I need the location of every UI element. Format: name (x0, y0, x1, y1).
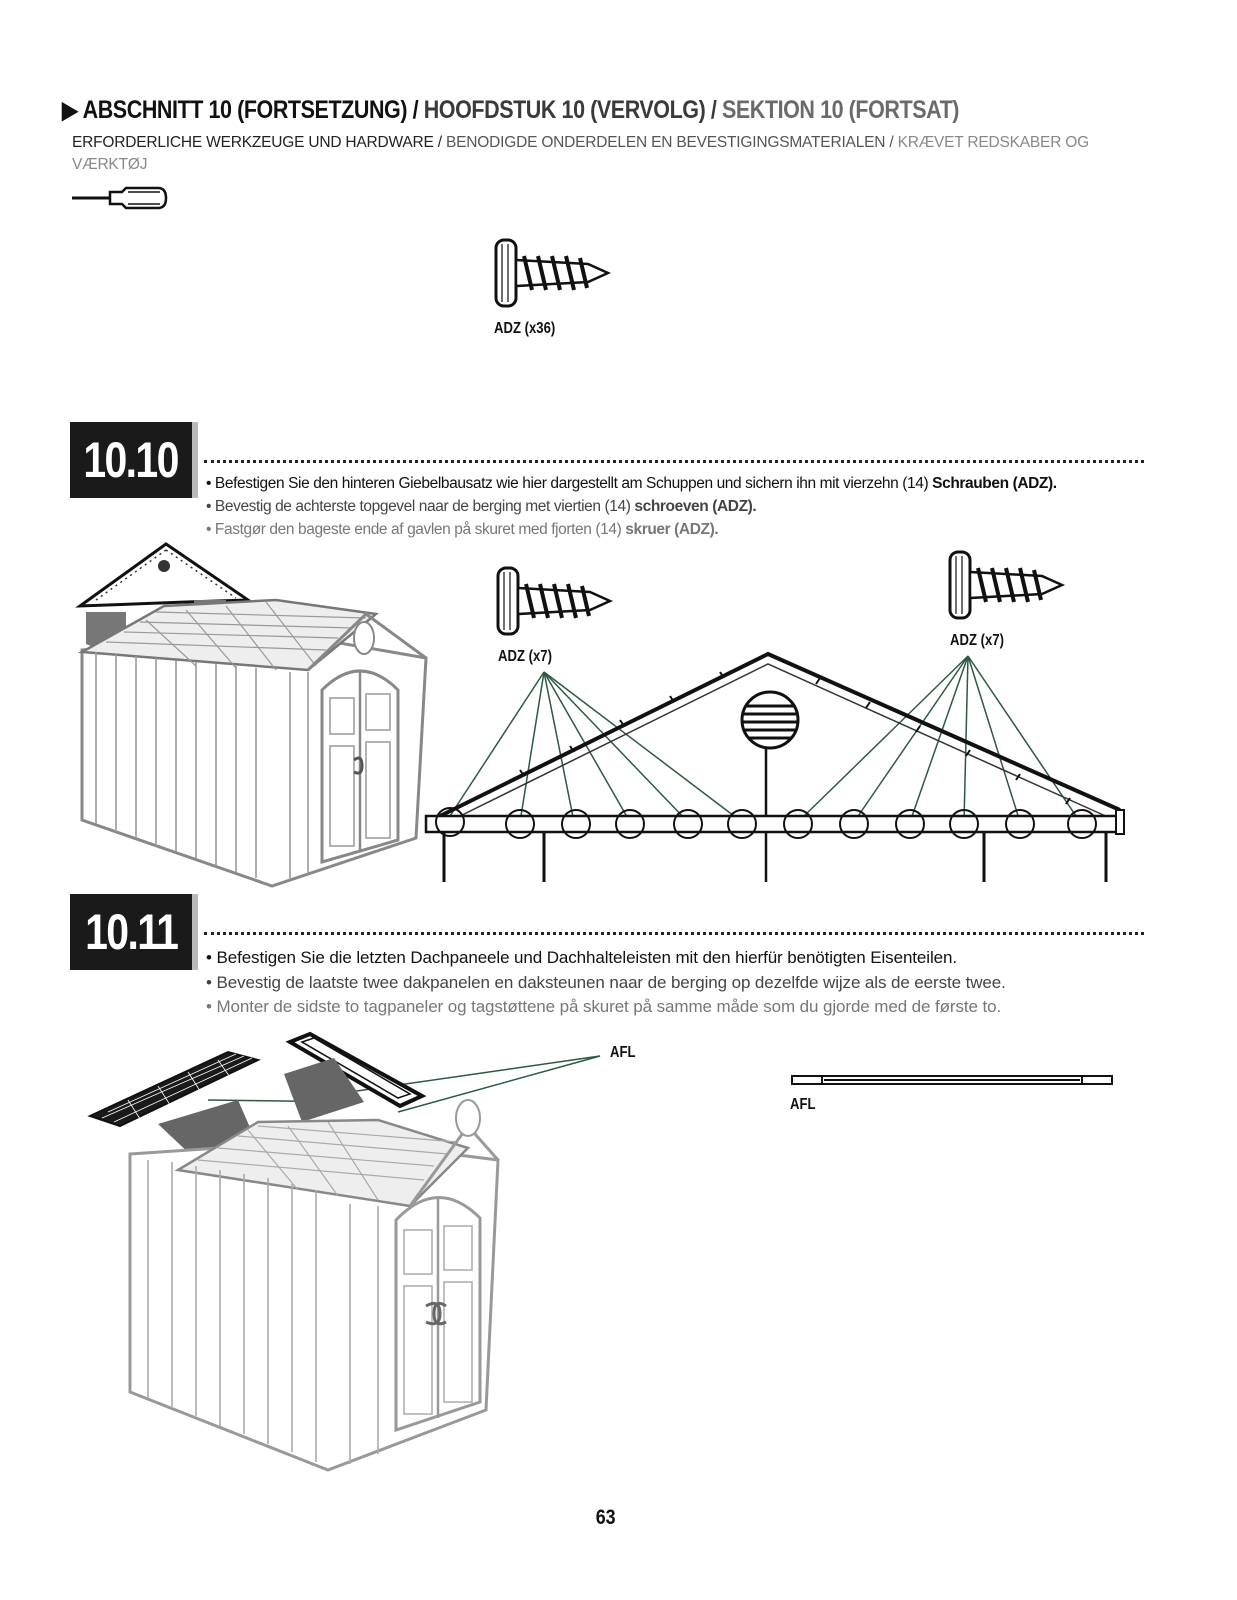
play-arrow-icon: ▶ (62, 97, 78, 124)
dotted-divider (204, 932, 1144, 935)
instruction-da: • Fastgør den bageste ende af gavlen på … (206, 521, 719, 538)
shed-illustration-gable (75, 542, 428, 888)
afl-support-bar-icon (791, 1075, 1113, 1085)
screwdriver-icon (72, 186, 168, 210)
instruction-de: • Befestigen Sie den hinteren Giebelbaus… (206, 475, 1057, 492)
rear-gable-diagram (424, 550, 1125, 882)
step-number: 10.10 (83, 432, 180, 488)
step-number: 10.11 (84, 904, 179, 960)
step-10-11-badge: 10.11 (70, 894, 198, 970)
tools-de: ERFORDERLICHE WERKZEUGE UND HARDWARE / (72, 134, 442, 151)
dotted-divider (204, 460, 1144, 463)
step-10-10-badge: 10.10 (70, 422, 198, 498)
page-number: 63 (595, 1506, 616, 1529)
instruction-nl: • Bevestig de achterste topgevel naar de… (206, 498, 757, 515)
screw-adz-icon (494, 238, 610, 308)
screw-adz-label: ADZ (x36) (494, 320, 556, 337)
instruction-da: • Monter de sidste to tagpaneler og tags… (206, 997, 1002, 1016)
step-10-10-instructions: • Befestigen Sie den hinteren Giebelbaus… (206, 472, 1057, 541)
instruction-de: • Befestigen Sie die letzten Dachpaneele… (206, 948, 957, 967)
tools-nl: BENODIGDE ONDERDELEN EN BEVESTIGINGSMATE… (446, 134, 894, 151)
afl-callout-label: AFL (610, 1044, 636, 1061)
tools-da: KRÆVET REDSKABER OG VÆRKTØJ (72, 134, 1090, 173)
screw-left-icon (496, 566, 612, 636)
shed-illustration-roof (87, 1031, 601, 1472)
title-da: SEKTION 10 (FORTSAT) (721, 96, 960, 124)
screw-right-icon (948, 550, 1064, 620)
tools-heading: ERFORDERLICHE WERKZEUGE UND HARDWARE / B… (72, 132, 1162, 176)
afl-part-label: AFL (790, 1096, 816, 1113)
title-nl: HOOFDSTUK 10 (VERVOLG) / (423, 96, 717, 124)
step-10-11-instructions: • Befestigen Sie die letzten Dachpaneele… (206, 946, 1006, 1020)
section-title: ▶ABSCHNITT 10 (FORTSETZUNG) / HOOFDSTUK … (62, 96, 959, 125)
title-de: ABSCHNITT 10 (FORTSETZUNG) / (82, 96, 419, 124)
screw-left-label: ADZ (x7) (498, 648, 552, 665)
screw-right-label: ADZ (x7) (950, 632, 1004, 649)
instruction-nl: • Bevestig de laatste twee dakpanelen en… (206, 972, 1006, 992)
